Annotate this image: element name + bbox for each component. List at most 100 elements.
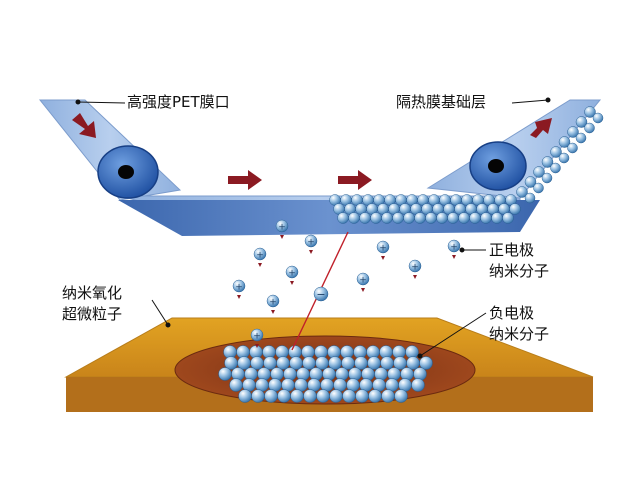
particle-ball — [516, 186, 528, 198]
particle-ball — [348, 367, 362, 381]
positive-ion — [376, 240, 390, 254]
ion-drop-marker — [271, 310, 275, 314]
particle-ball — [335, 367, 349, 381]
arrow-down-left — [72, 113, 96, 138]
particle-ball — [533, 182, 544, 194]
particle-ball — [411, 378, 425, 392]
positive-ion-sign: + — [411, 263, 419, 273]
particle-ball — [355, 389, 369, 403]
particle-ball — [337, 212, 349, 224]
particle-ball — [524, 192, 536, 204]
positive-ion — [356, 272, 370, 286]
positive-ion-sign: + — [288, 269, 296, 279]
particle-ball — [480, 212, 492, 224]
label-negative-molecules: 负电极 纳米分子 — [489, 303, 549, 345]
particle-ball — [567, 142, 578, 154]
film-belt — [38, 99, 602, 236]
ion-drop-marker — [255, 344, 259, 348]
positive-ion — [408, 259, 422, 273]
particle-ball — [541, 156, 554, 168]
particle-ball — [270, 367, 284, 381]
positive-ion — [250, 328, 264, 342]
particle-ball — [592, 112, 604, 124]
positive-ion — [285, 265, 299, 279]
arrow-up-right — [530, 118, 552, 138]
particle-ball — [436, 212, 448, 224]
particle-ball — [550, 146, 562, 158]
particle-ball — [414, 212, 426, 224]
particle-ball — [231, 367, 245, 381]
positive-ion-sign: + — [253, 332, 261, 342]
particle-ball — [374, 367, 388, 381]
ion-drop-marker — [258, 263, 262, 267]
right-roller — [469, 141, 527, 191]
particle-ball — [381, 212, 393, 224]
particle-ball — [316, 389, 330, 403]
particle-ball — [458, 212, 470, 224]
positive-ion-sign: + — [450, 243, 458, 253]
positive-ion-sign: + — [307, 238, 315, 248]
particle-ball — [469, 212, 481, 224]
label-oxide-line-2: 超微粒子 — [62, 305, 123, 323]
particle-ball — [558, 136, 571, 148]
negative-ion-sign: − — [316, 288, 325, 301]
particle-ball — [283, 367, 297, 381]
label-positive-line-1: 正电极 — [489, 241, 535, 259]
label-negative-line-2: 纳米分子 — [489, 325, 550, 343]
particle-ball — [290, 389, 304, 403]
ion-drop-marker — [280, 235, 284, 239]
coated-particles — [329, 106, 604, 224]
direction-arrows — [72, 113, 552, 190]
negative-ion — [313, 286, 329, 302]
ion-drop-marker — [361, 288, 365, 292]
floating-ions: +++++++++++− — [232, 219, 461, 348]
particle-ball — [413, 367, 427, 381]
particle-ball — [394, 389, 408, 403]
particle-ball — [370, 212, 382, 224]
particle-ball — [558, 152, 570, 164]
particle-ball — [361, 367, 375, 381]
positive-ion — [275, 219, 289, 233]
particle-ball — [264, 389, 278, 403]
particle-ball — [491, 212, 503, 224]
label-negative-line-1: 负电极 — [489, 304, 535, 322]
particle-ball — [238, 389, 252, 403]
particle-ball — [550, 162, 561, 174]
particle-ball — [509, 203, 521, 215]
ion-drop-marker — [237, 295, 241, 299]
particle-ball — [584, 122, 595, 134]
particle-ball — [309, 367, 323, 381]
ion-drop-marker — [452, 255, 456, 259]
positive-ion-sign: + — [269, 298, 277, 308]
ion-drop-marker — [309, 250, 313, 254]
left-roller — [97, 145, 159, 199]
particle-ball — [524, 176, 537, 188]
ion-drop-marker — [381, 256, 385, 260]
particle-ball — [425, 212, 437, 224]
particle-ball — [502, 212, 514, 224]
particle-ball — [575, 116, 588, 128]
particle-ball — [277, 389, 291, 403]
deposited-particles — [218, 345, 433, 403]
positive-ion-sign: + — [278, 223, 286, 233]
label-nano-oxide: 纳米氧化 超微粒子 — [62, 283, 122, 325]
positive-ion — [266, 294, 280, 308]
particle-ball — [251, 389, 265, 403]
positive-ion-sign: + — [359, 276, 367, 286]
ion-drop-marker — [290, 281, 294, 285]
particle-ball — [303, 389, 317, 403]
positive-ion — [232, 279, 246, 293]
particle-ball — [533, 166, 545, 178]
particle-ball — [322, 367, 336, 381]
positive-ion-sign: + — [256, 251, 264, 261]
particle-ball — [296, 367, 310, 381]
particle-ball — [229, 378, 243, 392]
arrow-right-1 — [228, 170, 262, 190]
particle-ball — [348, 212, 360, 224]
particle-ball — [541, 172, 553, 184]
label-pet-inlet: 高强度PET膜口 — [127, 93, 230, 111]
positive-ion-sign: + — [235, 283, 243, 293]
particle-ball — [447, 212, 459, 224]
particle-ball — [244, 367, 258, 381]
